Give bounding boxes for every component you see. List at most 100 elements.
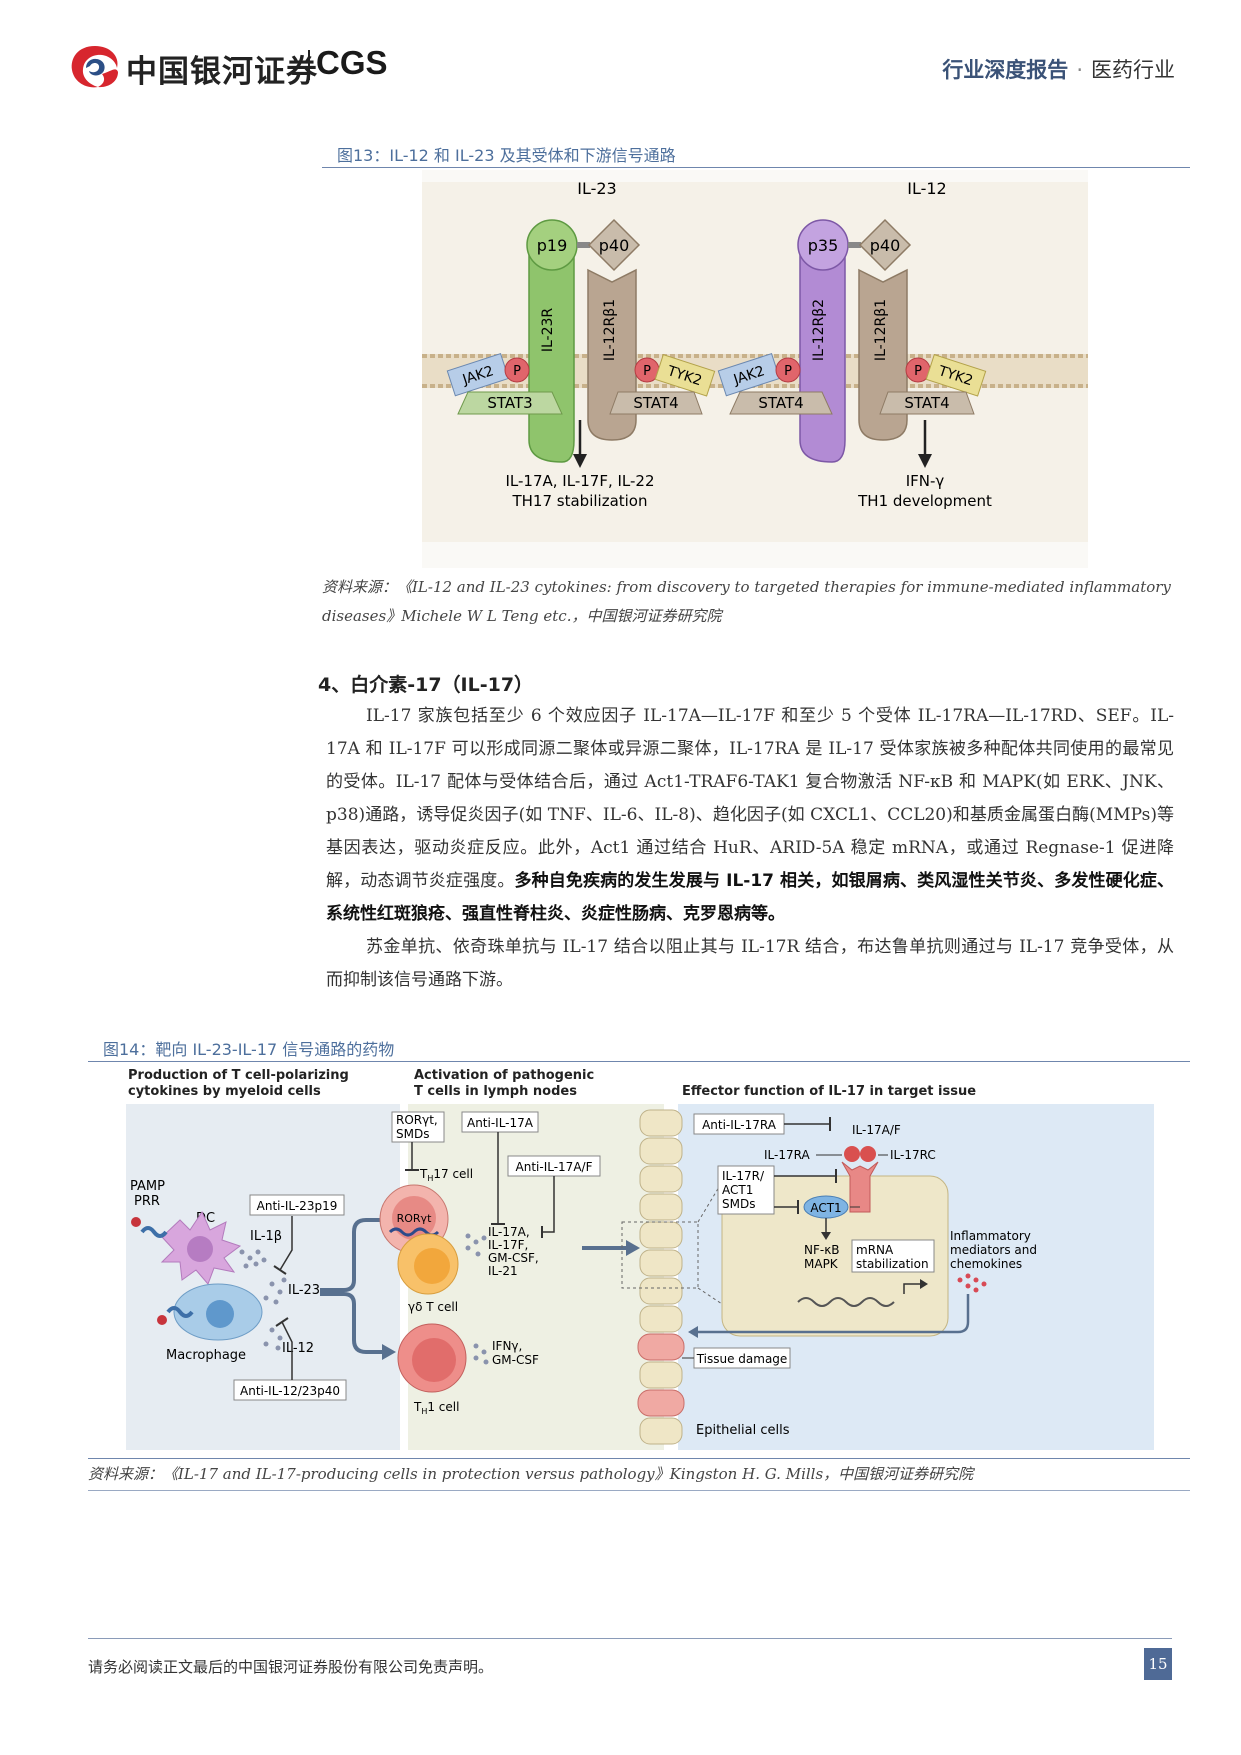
stat3-label: STAT3 — [487, 394, 532, 412]
il12-dots — [263, 1327, 283, 1351]
phospho-label-left-1: P — [513, 364, 521, 379]
il17rc-label: IL-17RC — [890, 1148, 936, 1162]
stat4-box-left — [609, 391, 703, 415]
il1b-dots — [239, 1249, 267, 1269]
phospho-left-1 — [504, 357, 530, 383]
logo-text: 中国银河证券 — [126, 54, 318, 90]
inflammatory-line1: Inflammatory — [950, 1229, 1031, 1243]
rorgt-smds-line2: SMDs — [396, 1127, 429, 1141]
stat4-box-middle — [729, 391, 833, 415]
il17r-act1-line1: IL-17R/ — [722, 1169, 765, 1183]
flow-arrow-th17 — [320, 1218, 384, 1292]
page-number: 15 — [1144, 1648, 1172, 1680]
cytokine-label-1: IL-17A, — [488, 1225, 530, 1239]
il23-dots — [263, 1277, 287, 1305]
il17r-act1-line2: ACT1 — [722, 1183, 753, 1197]
output-left-line1: IL-17A, IL-17F, IL-22 — [505, 472, 654, 490]
epithelial-column — [639, 1109, 683, 1445]
figure13-source: 资料来源：《IL-12 and IL-23 cytokines: from di… — [322, 573, 1192, 631]
il12rb1-label-right: IL-12Rβ1 — [873, 299, 889, 361]
figure13-diagram: IL-23 p19 p40 IL-23R IL-12Rβ1 JAK2 P STA… — [422, 170, 1088, 568]
figure13-top-rule — [322, 167, 1190, 168]
figure14-diagram: Production of T cell-polarizing cytokine… — [122, 1062, 1162, 1457]
prr-label: PRR — [134, 1194, 160, 1209]
th17-cell-label: TH17 cell — [419, 1167, 473, 1183]
logo-divider — [308, 50, 310, 80]
il1b-label: IL-1β — [250, 1229, 282, 1244]
header: 中国银河证券 CGS 行业深度报告·医药行业 — [0, 0, 1241, 100]
macrophage-cell — [173, 1283, 263, 1341]
cgs-logo-icon — [71, 46, 118, 88]
mrna-stabilization-box — [851, 1239, 935, 1273]
il12-label-fig14: IL-12 — [282, 1341, 314, 1356]
dendritic-cell — [160, 1210, 242, 1285]
il17r-act1-smds-box — [717, 1165, 775, 1215]
il12rb1-label-left: IL-12Rβ1 — [602, 299, 618, 361]
pamp-label: PAMP — [130, 1179, 165, 1194]
il17-receptor — [841, 1146, 879, 1213]
pamp-icon-2 — [157, 1315, 167, 1325]
panel1-title-line1: Production of T cell-polarizing — [128, 1068, 349, 1083]
figure13-source-line2: diseases》Michele W L Teng etc.，中国银河证券研究院 — [322, 607, 722, 625]
logo-cgs: CGS — [316, 44, 388, 81]
jak2-box-right: JAK2 — [717, 353, 781, 397]
figure13-source-line1: 资料来源：《IL-12 and IL-23 cytokines: from di… — [322, 578, 1171, 596]
prr-receptor-icon-2 — [166, 1306, 194, 1318]
prr-receptor-icon — [140, 1226, 168, 1238]
panel2-title-line2: T cells in lymph nodes — [414, 1084, 577, 1099]
p40-label-right: p40 — [870, 236, 901, 255]
il17af-label: IL-17A/F — [852, 1123, 901, 1137]
p40-label-left: p40 — [599, 236, 630, 255]
ifng-label-1: IFNγ, — [492, 1339, 522, 1353]
rorgt-label: RORγt — [397, 1212, 432, 1225]
jak2-box-left: JAK2 — [446, 353, 510, 397]
anti-il17a-label: Anti-IL-17A — [467, 1116, 534, 1130]
ifng-label-2: GM-CSF — [492, 1353, 539, 1367]
mapk-label: MAPK — [804, 1257, 839, 1271]
mediator-dots — [957, 1273, 987, 1293]
macrophage-label: Macrophage — [166, 1348, 246, 1363]
tyk2-box-right: TYK2 — [925, 353, 987, 397]
paragraph-1-text: IL-17 家族包括至少 6 个效应因子 IL-17A—IL-17F 和至少 5… — [326, 706, 1174, 891]
figure13-caption: 图13：IL-12 和 IL-23 及其受体和下游信号通路 — [337, 146, 676, 165]
footer-rule — [88, 1638, 1172, 1639]
section-heading: 4、白介素-17（IL-17） — [318, 674, 534, 696]
gd-t-cell-label: γδ T cell — [408, 1300, 458, 1314]
panel1-title-line2: cytokines by myeloid cells — [128, 1084, 321, 1099]
th1-cell — [397, 1323, 467, 1393]
stat4-box-right — [879, 391, 975, 415]
figure14-top-rule — [88, 1061, 1190, 1062]
figure14-source-rule — [88, 1490, 1190, 1491]
p35-label: p35 — [808, 236, 839, 255]
anti-il23p19-label: Anti-IL-23p19 — [257, 1199, 338, 1213]
mrna-line1: mRNA — [856, 1243, 894, 1257]
zoom-box — [621, 1221, 699, 1289]
il12rb2-label: IL-12Rβ2 — [811, 299, 827, 361]
stat4-label-left: STAT4 — [633, 394, 678, 412]
il17ra-label: IL-17RA — [764, 1148, 810, 1162]
nfkb-label: NF-κB — [804, 1243, 840, 1257]
il12-label: IL-12 — [907, 179, 946, 198]
phospho-label-right-1: P — [784, 364, 792, 379]
il23r-receptor — [528, 251, 575, 463]
paragraph-1-bold: 多种自免疾病的发生发展与 IL-17 相关，如银屑病、类风湿性关节炎、多发性硬化… — [326, 871, 1175, 924]
output-left-line2: TH17 stabilization — [511, 492, 647, 510]
panel2-title-line1: Activation of pathogenic — [414, 1068, 594, 1083]
paragraph-2: 苏金单抗、依奇珠单抗与 IL-17 结合以阻止其与 IL-17R 结合，布达鲁单… — [326, 937, 1174, 990]
p40-subunit-left — [587, 218, 641, 272]
phospho-right-1 — [775, 357, 801, 383]
epithelial-label: Epithelial cells — [696, 1423, 790, 1438]
cytokine-label-4: IL-21 — [488, 1264, 518, 1278]
anti-il17ra-label: Anti-IL-17RA — [702, 1118, 777, 1132]
tissue-damage-label: Tissue damage — [696, 1352, 788, 1366]
inflammatory-line2: mediators and — [950, 1243, 1037, 1257]
tyk2-box-left: TYK2 — [654, 353, 716, 397]
figure14-caption: 图14：靶向 IL-23-IL-17 信号通路的药物 — [103, 1040, 395, 1059]
output-right-line2: TH1 development — [857, 492, 992, 510]
cytokine-dots-th17 — [465, 1233, 487, 1257]
report-category: 行业深度报告·医药行业 — [942, 58, 1175, 82]
stat4-label-right: STAT4 — [904, 394, 949, 412]
pamp-icon — [131, 1217, 141, 1227]
feedback-arrow — [696, 1294, 970, 1334]
il17r-act1-line3: SMDs — [722, 1197, 755, 1211]
